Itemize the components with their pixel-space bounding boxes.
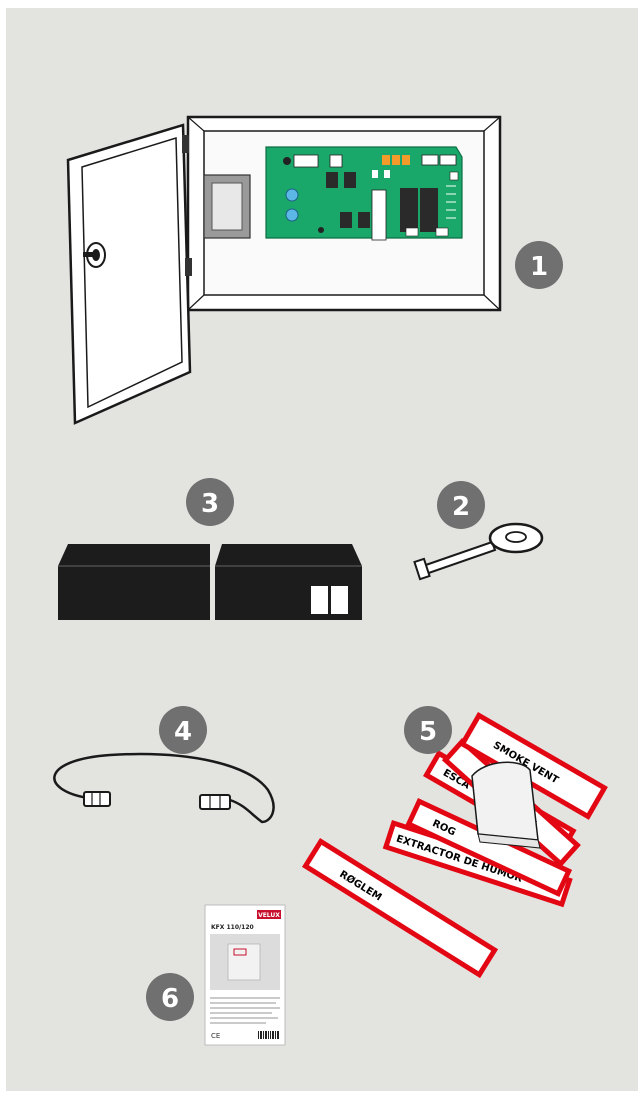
badge-6: 6 (146, 973, 194, 1021)
badge-4-number: 4 (174, 717, 192, 747)
warning-labels: RØGLEM EXTRACTOR DE HUMOR ROG ESCA CENTR… (302, 712, 608, 978)
circuit-board (266, 147, 462, 240)
badge-5-number: 5 (419, 717, 437, 747)
badge-3: 3 (186, 478, 234, 526)
barcode (258, 1031, 279, 1039)
manual-brand: VELUX (258, 912, 280, 919)
key-illustration (414, 524, 542, 579)
manual-model: KFX 110/120 (211, 924, 254, 931)
badge-3-number: 3 (201, 489, 219, 519)
badge-1: 1 (515, 241, 563, 289)
badge-2: 2 (437, 481, 485, 529)
badge-6-number: 6 (161, 984, 179, 1014)
badge-2-number: 2 (452, 492, 470, 522)
cable-illustration (54, 754, 273, 822)
cabinet-door (68, 125, 192, 423)
badge-1-number: 1 (530, 252, 548, 282)
control-box (68, 117, 500, 423)
instruction-manual: VELUX KFX 110/120 CE (205, 905, 285, 1045)
manual-ce-mark: CE (211, 1032, 220, 1040)
badge-5: 5 (404, 706, 452, 754)
battery-pack (58, 544, 362, 620)
badge-4: 4 (159, 706, 207, 754)
